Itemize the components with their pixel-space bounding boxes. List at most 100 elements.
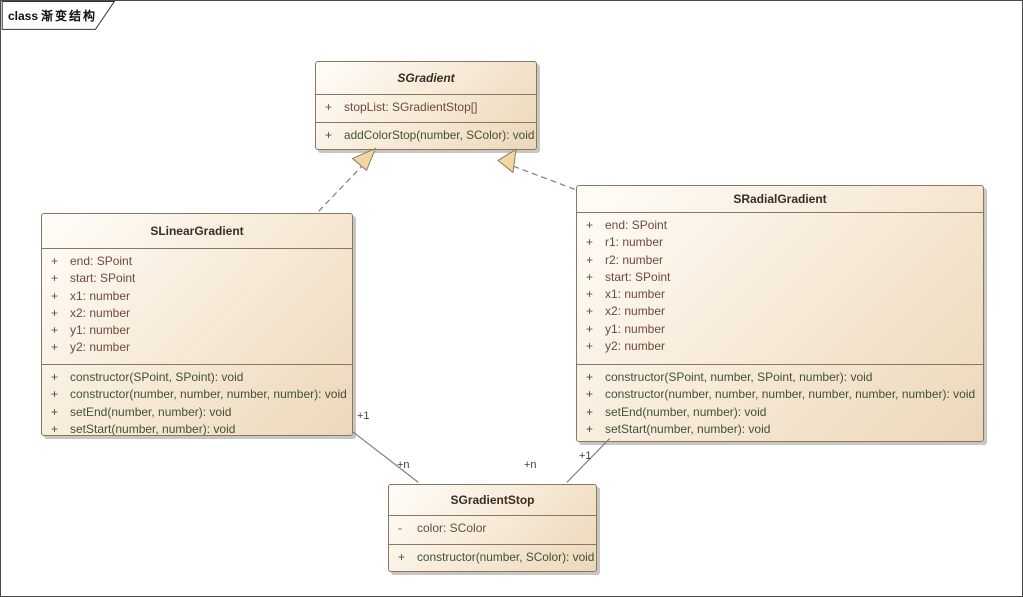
attribute-row[interactable]: +x2: number bbox=[42, 305, 352, 322]
class-box-sradialgradient[interactable]: SRadialGradient + end: SPoint + r1: number + r… bbox=[576, 185, 984, 442]
method-text: setEnd(number, number): void bbox=[70, 404, 232, 419]
method-row[interactable]: + constructor(SPoint, number, SPoint, num… bbox=[577, 369, 983, 386]
visibility-marker: + bbox=[325, 128, 333, 142]
method-text: addColorStop(number, SColor): void bbox=[344, 128, 534, 142]
attributes-compartment: - color: SColor bbox=[389, 515, 596, 544]
attribute-row[interactable]: + start: SPoint bbox=[42, 270, 352, 287]
attribute-row[interactable]: + end: SPoint bbox=[577, 217, 983, 234]
method-row[interactable]: +constructor(number, number, number, num… bbox=[577, 386, 983, 403]
method-text: setStart(number, number): void bbox=[605, 421, 771, 436]
attribute-row[interactable]: + y2: number bbox=[42, 339, 352, 356]
attribute-text: y2: number bbox=[605, 339, 666, 354]
attribute-text: start: SPoint bbox=[70, 271, 136, 286]
visibility-marker: + bbox=[586, 321, 594, 336]
visibility-marker: + bbox=[51, 254, 59, 268]
attribute-row[interactable]: + r2: number bbox=[577, 252, 983, 269]
class-name: SLinearGradient bbox=[150, 224, 244, 238]
attributes-compartment: +stopList: SGradientStop[] bbox=[316, 94, 536, 122]
attribute-text: r2: number bbox=[605, 252, 664, 267]
visibility-marker: + bbox=[586, 252, 594, 267]
attribute-row[interactable]: + x1: number bbox=[577, 286, 983, 303]
attribute-row[interactable]: +stopList: SGradientStop[] bbox=[316, 99, 536, 116]
multiplicity-label: +n bbox=[397, 459, 410, 471]
method-row[interactable]: + setEnd(number, number): void bbox=[42, 404, 352, 421]
class-box-sgradientstop[interactable]: SGradientStop - color: SColor + constructor(… bbox=[388, 484, 597, 572]
frame-keyword: class bbox=[8, 9, 39, 23]
method-text: setStart(number, number): void bbox=[70, 421, 236, 435]
attribute-row[interactable]: +x1: number bbox=[42, 288, 352, 305]
attribute-text: y1: number bbox=[70, 323, 131, 338]
attribute-text: r1: number bbox=[605, 235, 664, 250]
method-text: constructor(number, SColor): void bbox=[417, 550, 594, 564]
visibility-marker: + bbox=[586, 404, 594, 419]
visibility-marker: + bbox=[586, 235, 594, 250]
attribute-row[interactable]: + x2: number bbox=[577, 303, 983, 320]
attribute-row[interactable]: + r1: number bbox=[577, 234, 983, 251]
method-row[interactable]: + constructor(SPoint, SPoint): void bbox=[42, 369, 352, 386]
visibility-marker: + bbox=[51, 323, 59, 338]
attribute-text: color: SColor bbox=[417, 521, 487, 535]
method-row[interactable]: + setStart(number, number): void bbox=[577, 421, 983, 438]
visibility-marker: + bbox=[586, 421, 594, 436]
attribute-text: x1: number bbox=[605, 287, 666, 302]
attribute-text: stopList: SGradientStop[] bbox=[344, 100, 478, 114]
visibility-marker: + bbox=[51, 271, 59, 286]
visibility-marker: + bbox=[586, 269, 594, 284]
multiplicity-label: +1 bbox=[579, 450, 592, 462]
attribute-text: end: SPoint bbox=[605, 218, 668, 232]
visibility-marker: + bbox=[51, 340, 59, 355]
association-connector[interactable] bbox=[352, 431, 419, 483]
attribute-row[interactable]: +start: SPoint bbox=[577, 269, 983, 286]
method-row[interactable]: + setStart(number, number): void bbox=[42, 421, 352, 435]
visibility-marker: + bbox=[586, 370, 594, 384]
methods-compartment: + addColorStop(number, SColor): void bbox=[316, 122, 536, 149]
multiplicity-label: +n bbox=[524, 459, 537, 471]
attribute-text: y1: number bbox=[605, 321, 666, 336]
attribute-text: y2: number bbox=[70, 340, 131, 355]
visibility-marker: + bbox=[398, 550, 406, 564]
frame-title: 渐变结构 bbox=[41, 9, 98, 23]
multiplicity-label: +1 bbox=[357, 410, 370, 422]
visibility-marker: + bbox=[586, 387, 594, 402]
attribute-text: x2: number bbox=[605, 304, 666, 319]
attribute-row[interactable]: + y1: number bbox=[577, 321, 983, 338]
attribute-text: end: SPoint bbox=[70, 254, 133, 268]
method-text: constructor(number, number, number, numb… bbox=[70, 387, 347, 402]
attributes-compartment: + end: SPoint + r1: number + r2: number +start… bbox=[577, 212, 983, 364]
visibility-marker: + bbox=[51, 404, 59, 419]
method-row[interactable]: + addColorStop(number, SColor): void bbox=[316, 127, 536, 144]
class-name: SRadialGradient bbox=[733, 192, 827, 206]
visibility-marker: - bbox=[398, 521, 402, 535]
attribute-row[interactable]: + y1: number bbox=[42, 322, 352, 339]
visibility-marker: + bbox=[586, 287, 594, 302]
methods-compartment: + constructor(SPoint, SPoint): void + const… bbox=[42, 364, 352, 435]
class-name: SGradient bbox=[397, 71, 455, 85]
method-row[interactable]: + constructor(number, number, number, num… bbox=[42, 386, 352, 403]
method-row[interactable]: + constructor(number, SColor): void bbox=[389, 549, 596, 566]
methods-compartment: + constructor(SPoint, number, SPoint, num… bbox=[577, 364, 983, 441]
class-box-slineargradient[interactable]: SLinearGradient + end: SPoint + start: SPoin… bbox=[41, 213, 353, 436]
generalization-connector[interactable] bbox=[318, 165, 363, 212]
visibility-marker: + bbox=[586, 218, 594, 232]
methods-compartment: + constructor(number, SColor): void bbox=[389, 544, 596, 571]
class-box-sgradient[interactable]: SGradient +stopList: SGradientStop[] + addC… bbox=[315, 61, 537, 150]
attributes-compartment: +end: SPoint+start: SPoint+x1: number+x2… bbox=[42, 248, 352, 364]
generalization-arrowhead-icon bbox=[497, 148, 517, 174]
visibility-marker: + bbox=[586, 304, 594, 319]
visibility-marker: + bbox=[51, 387, 59, 402]
method-text: constructor(SPoint, SPoint): void bbox=[70, 370, 244, 384]
attribute-text: x1: number bbox=[70, 288, 131, 303]
generalization-arrowhead-icon bbox=[351, 147, 377, 172]
method-row[interactable]: +setEnd(number, number): void bbox=[577, 404, 983, 421]
generalization-connector[interactable] bbox=[513, 165, 575, 190]
visibility-marker: + bbox=[51, 370, 59, 384]
visibility-marker: + bbox=[51, 421, 59, 435]
attribute-text: x2: number bbox=[70, 305, 131, 320]
attribute-row[interactable]: + end: SPoint bbox=[42, 253, 352, 270]
attribute-row[interactable]: - color: SColor bbox=[389, 520, 596, 537]
method-text: constructor(SPoint, number, SPoint, numb… bbox=[605, 370, 873, 384]
attribute-row[interactable]: +y2: number bbox=[577, 338, 983, 355]
class-name: SGradientStop bbox=[450, 493, 535, 507]
